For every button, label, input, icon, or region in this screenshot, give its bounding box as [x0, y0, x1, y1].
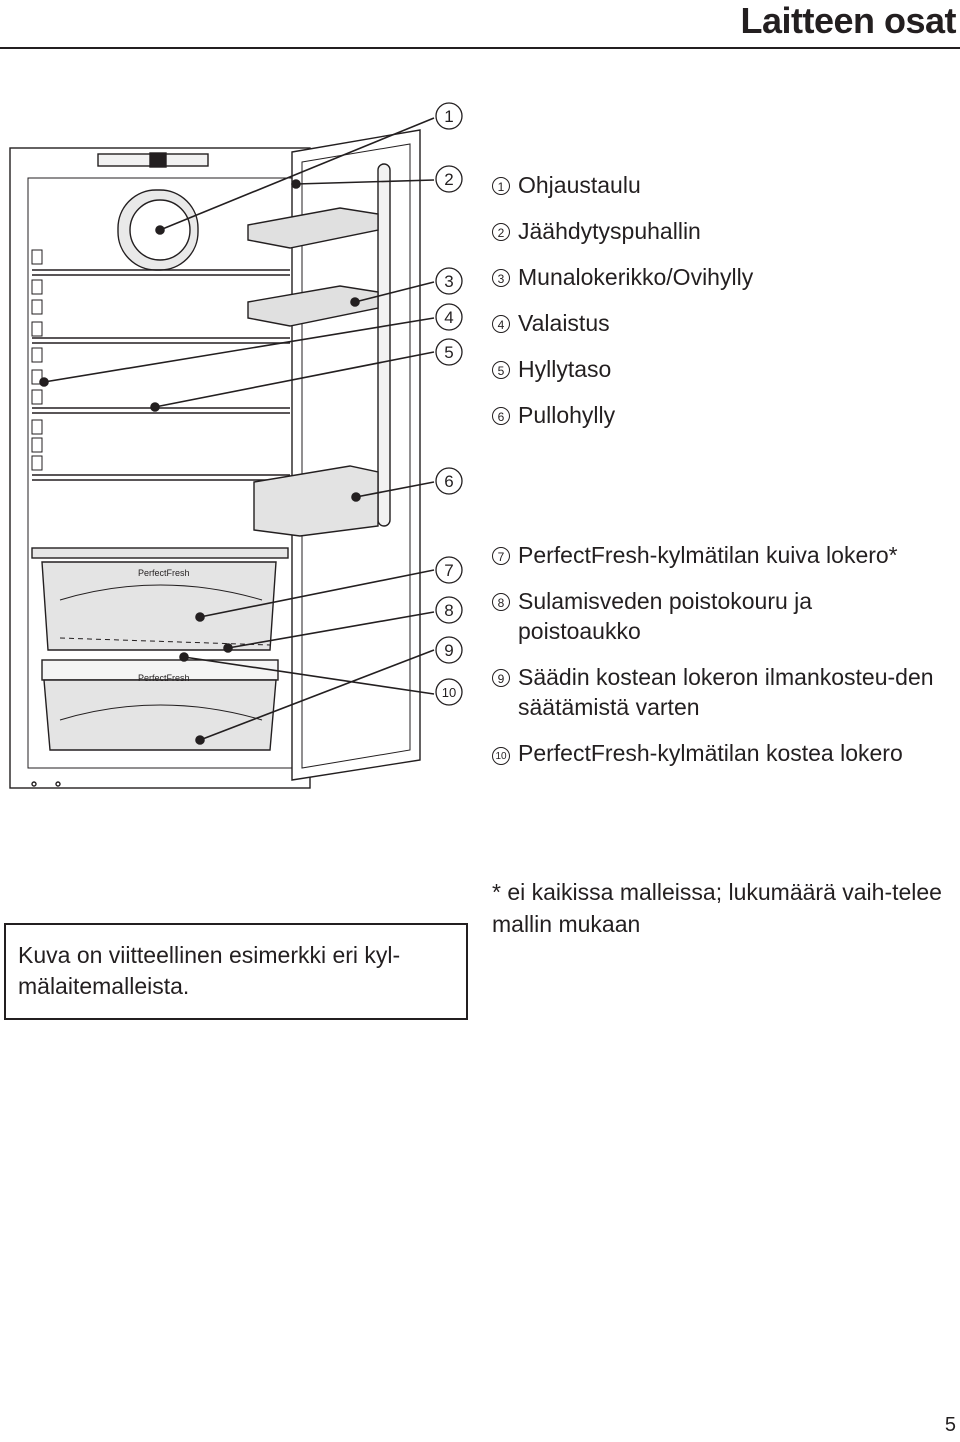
- callout-dot-10: [195, 735, 205, 745]
- callout-dot-1: [155, 225, 165, 235]
- legend-text-7: PerfectFresh-kylmätilan kuiva lokero*: [518, 542, 898, 568]
- legend-item-5: 5 Hyllytaso: [492, 354, 948, 384]
- legend-text-1: Ohjaustaulu: [518, 172, 641, 198]
- display-icon: [149, 152, 167, 168]
- page-number: 5: [944, 1414, 956, 1436]
- legend-text-10: PerfectFresh-kylmätilan kostea lokero: [518, 740, 903, 766]
- fridge-illustration: PerfectFresh PerfectFresh 1 2 3 4 5 6 7 …: [9, 102, 463, 789]
- legend-item-4: 4 Valaistus: [492, 308, 948, 338]
- legend-text-5: Hyllytaso: [518, 356, 612, 382]
- callout-4: 4: [444, 308, 453, 327]
- callout-dot-4: [39, 377, 49, 387]
- callout-dot-3: [350, 297, 360, 307]
- legend-item-1: 1 Ohjaustaulu: [492, 170, 948, 200]
- figure-caption: Kuva on viitteellinen esimerkki eri kyl-…: [4, 923, 468, 1020]
- callout-dot-8: [223, 643, 233, 653]
- callout-dot-7: [195, 612, 205, 622]
- legend-text-4: Valaistus: [518, 310, 610, 336]
- callout-dot-9: [179, 652, 189, 662]
- legend-number-3: 3: [492, 269, 510, 287]
- legend-item-6: 6 Pullohylly: [492, 400, 948, 430]
- callout-dot-6: [351, 492, 361, 502]
- legend-text-3: Munalokerikko/Ovihylly: [518, 264, 754, 290]
- drawer-label-top: PerfectFresh: [138, 568, 190, 578]
- callout-dot-5: [150, 402, 160, 412]
- drawer-label-bottom: PerfectFresh: [138, 673, 190, 683]
- callout-1: 1: [444, 107, 453, 126]
- callout-5: 5: [444, 343, 453, 362]
- callout-9: 9: [444, 641, 453, 660]
- legend-number-1: 1: [492, 177, 510, 195]
- legend-text-2: Jäähdytyspuhallin: [518, 218, 701, 244]
- footnote: * ei kaikissa malleissa; lukumäärä vaih-…: [492, 879, 942, 937]
- legend-number-10: 10: [492, 747, 510, 765]
- legend-item-8: 8 Sulamisveden poistokouru ja poistoaukko: [492, 586, 848, 646]
- legend-number-4: 4: [492, 315, 510, 333]
- legend-number-2: 2: [492, 223, 510, 241]
- callout-8: 8: [444, 601, 453, 620]
- callout-2: 2: [444, 170, 453, 189]
- callout-7: 7: [444, 561, 453, 580]
- legend-item-9: 9 Säädin kostean lokeron ilmankosteu-den …: [492, 662, 948, 722]
- callout-6: 6: [444, 472, 453, 491]
- title-rule: [0, 47, 960, 49]
- legend-item-7: 7 PerfectFresh-kylmätilan kuiva lokero*: [492, 540, 948, 570]
- legend-text-9: Säädin kostean lokeron ilmankosteu-den s…: [518, 664, 934, 720]
- legend-text-6: Pullohylly: [518, 402, 616, 428]
- legend-text-8: Sulamisveden poistokouru ja poistoaukko: [518, 588, 813, 644]
- legend-item-3: 3 Munalokerikko/Ovihylly: [492, 262, 948, 292]
- legend-number-7: 7: [492, 547, 510, 565]
- callout-dot-2: [291, 179, 301, 189]
- legend-number-8: 8: [492, 593, 510, 611]
- legend-number-6: 6: [492, 407, 510, 425]
- legend-number-5: 5: [492, 361, 510, 379]
- page-title: Laitteen osat: [740, 0, 956, 41]
- legend-item-2: 2 Jäähdytyspuhallin: [492, 216, 948, 246]
- callout-3: 3: [444, 272, 453, 291]
- callout-10: 10: [442, 685, 456, 700]
- legend-item-10: 10 PerfectFresh-kylmätilan kostea lokero: [492, 738, 948, 768]
- legend-number-9: 9: [492, 669, 510, 687]
